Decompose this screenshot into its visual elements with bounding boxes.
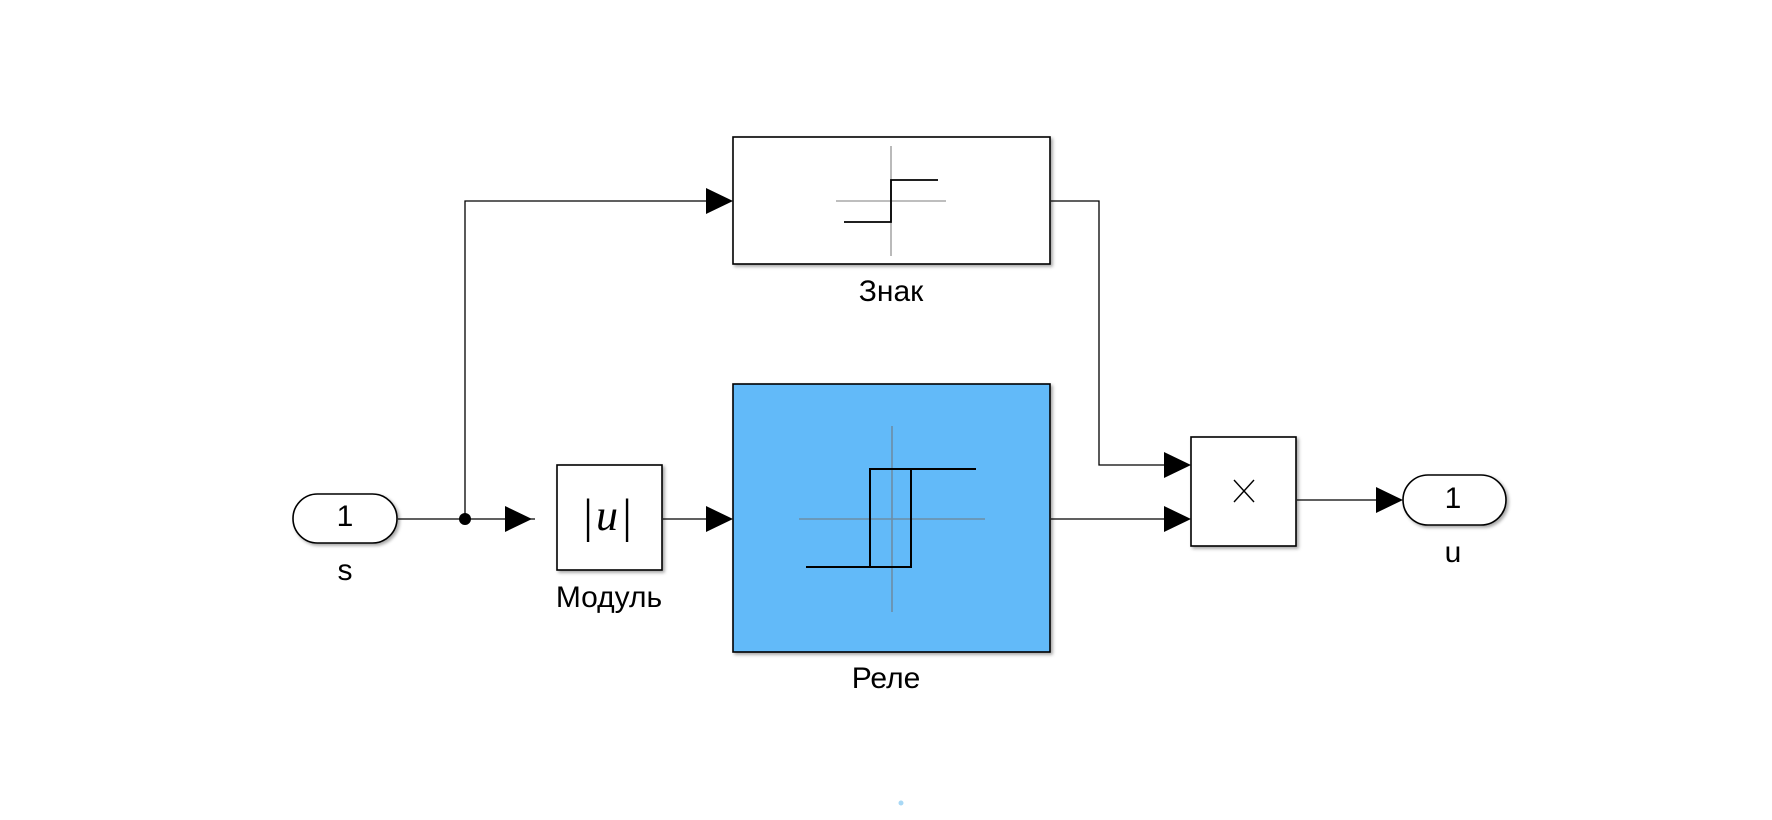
- wire-branch-to-sign: [464, 200, 707, 519]
- outport-number: 1: [1445, 482, 1462, 515]
- relay-hysteresis-icon: [799, 426, 985, 612]
- abs-right-bar: |: [622, 490, 632, 543]
- arrow-into-abs: [505, 506, 532, 532]
- inport-number: 1: [337, 500, 354, 533]
- outport-u[interactable]: 1 u: [1402, 474, 1507, 569]
- branch-point: [459, 513, 471, 525]
- arrow-into-product-2: [1164, 506, 1191, 532]
- outport-label: u: [1445, 536, 1462, 569]
- arrow-into-product-1: [1164, 452, 1191, 478]
- product-block[interactable]: [1190, 436, 1297, 547]
- relay-block[interactable]: Реле: [732, 383, 1051, 695]
- sign-label: Знак: [859, 275, 924, 308]
- sign-block[interactable]: Знак: [732, 136, 1051, 308]
- canvas-dot: [898, 800, 904, 806]
- abs-left-bar: |: [583, 490, 593, 543]
- arrow-into-relay: [706, 506, 733, 532]
- wire-sign-to-product: [1051, 200, 1165, 466]
- arrow-into-outport: [1376, 487, 1403, 513]
- inport-label: s: [338, 554, 353, 587]
- arrowheads: [505, 188, 1403, 532]
- abs-symbol: u: [596, 491, 618, 540]
- relay-label: Реле: [852, 662, 921, 695]
- inport-s[interactable]: 1 s: [292, 493, 398, 587]
- multiply-icon: [1233, 479, 1255, 503]
- abs-label: Модуль: [556, 581, 662, 614]
- abs-block[interactable]: | u | Модуль: [556, 464, 663, 614]
- arrow-into-sign: [706, 188, 733, 214]
- sign-icon: [836, 146, 946, 256]
- signal-lines: [398, 200, 1377, 525]
